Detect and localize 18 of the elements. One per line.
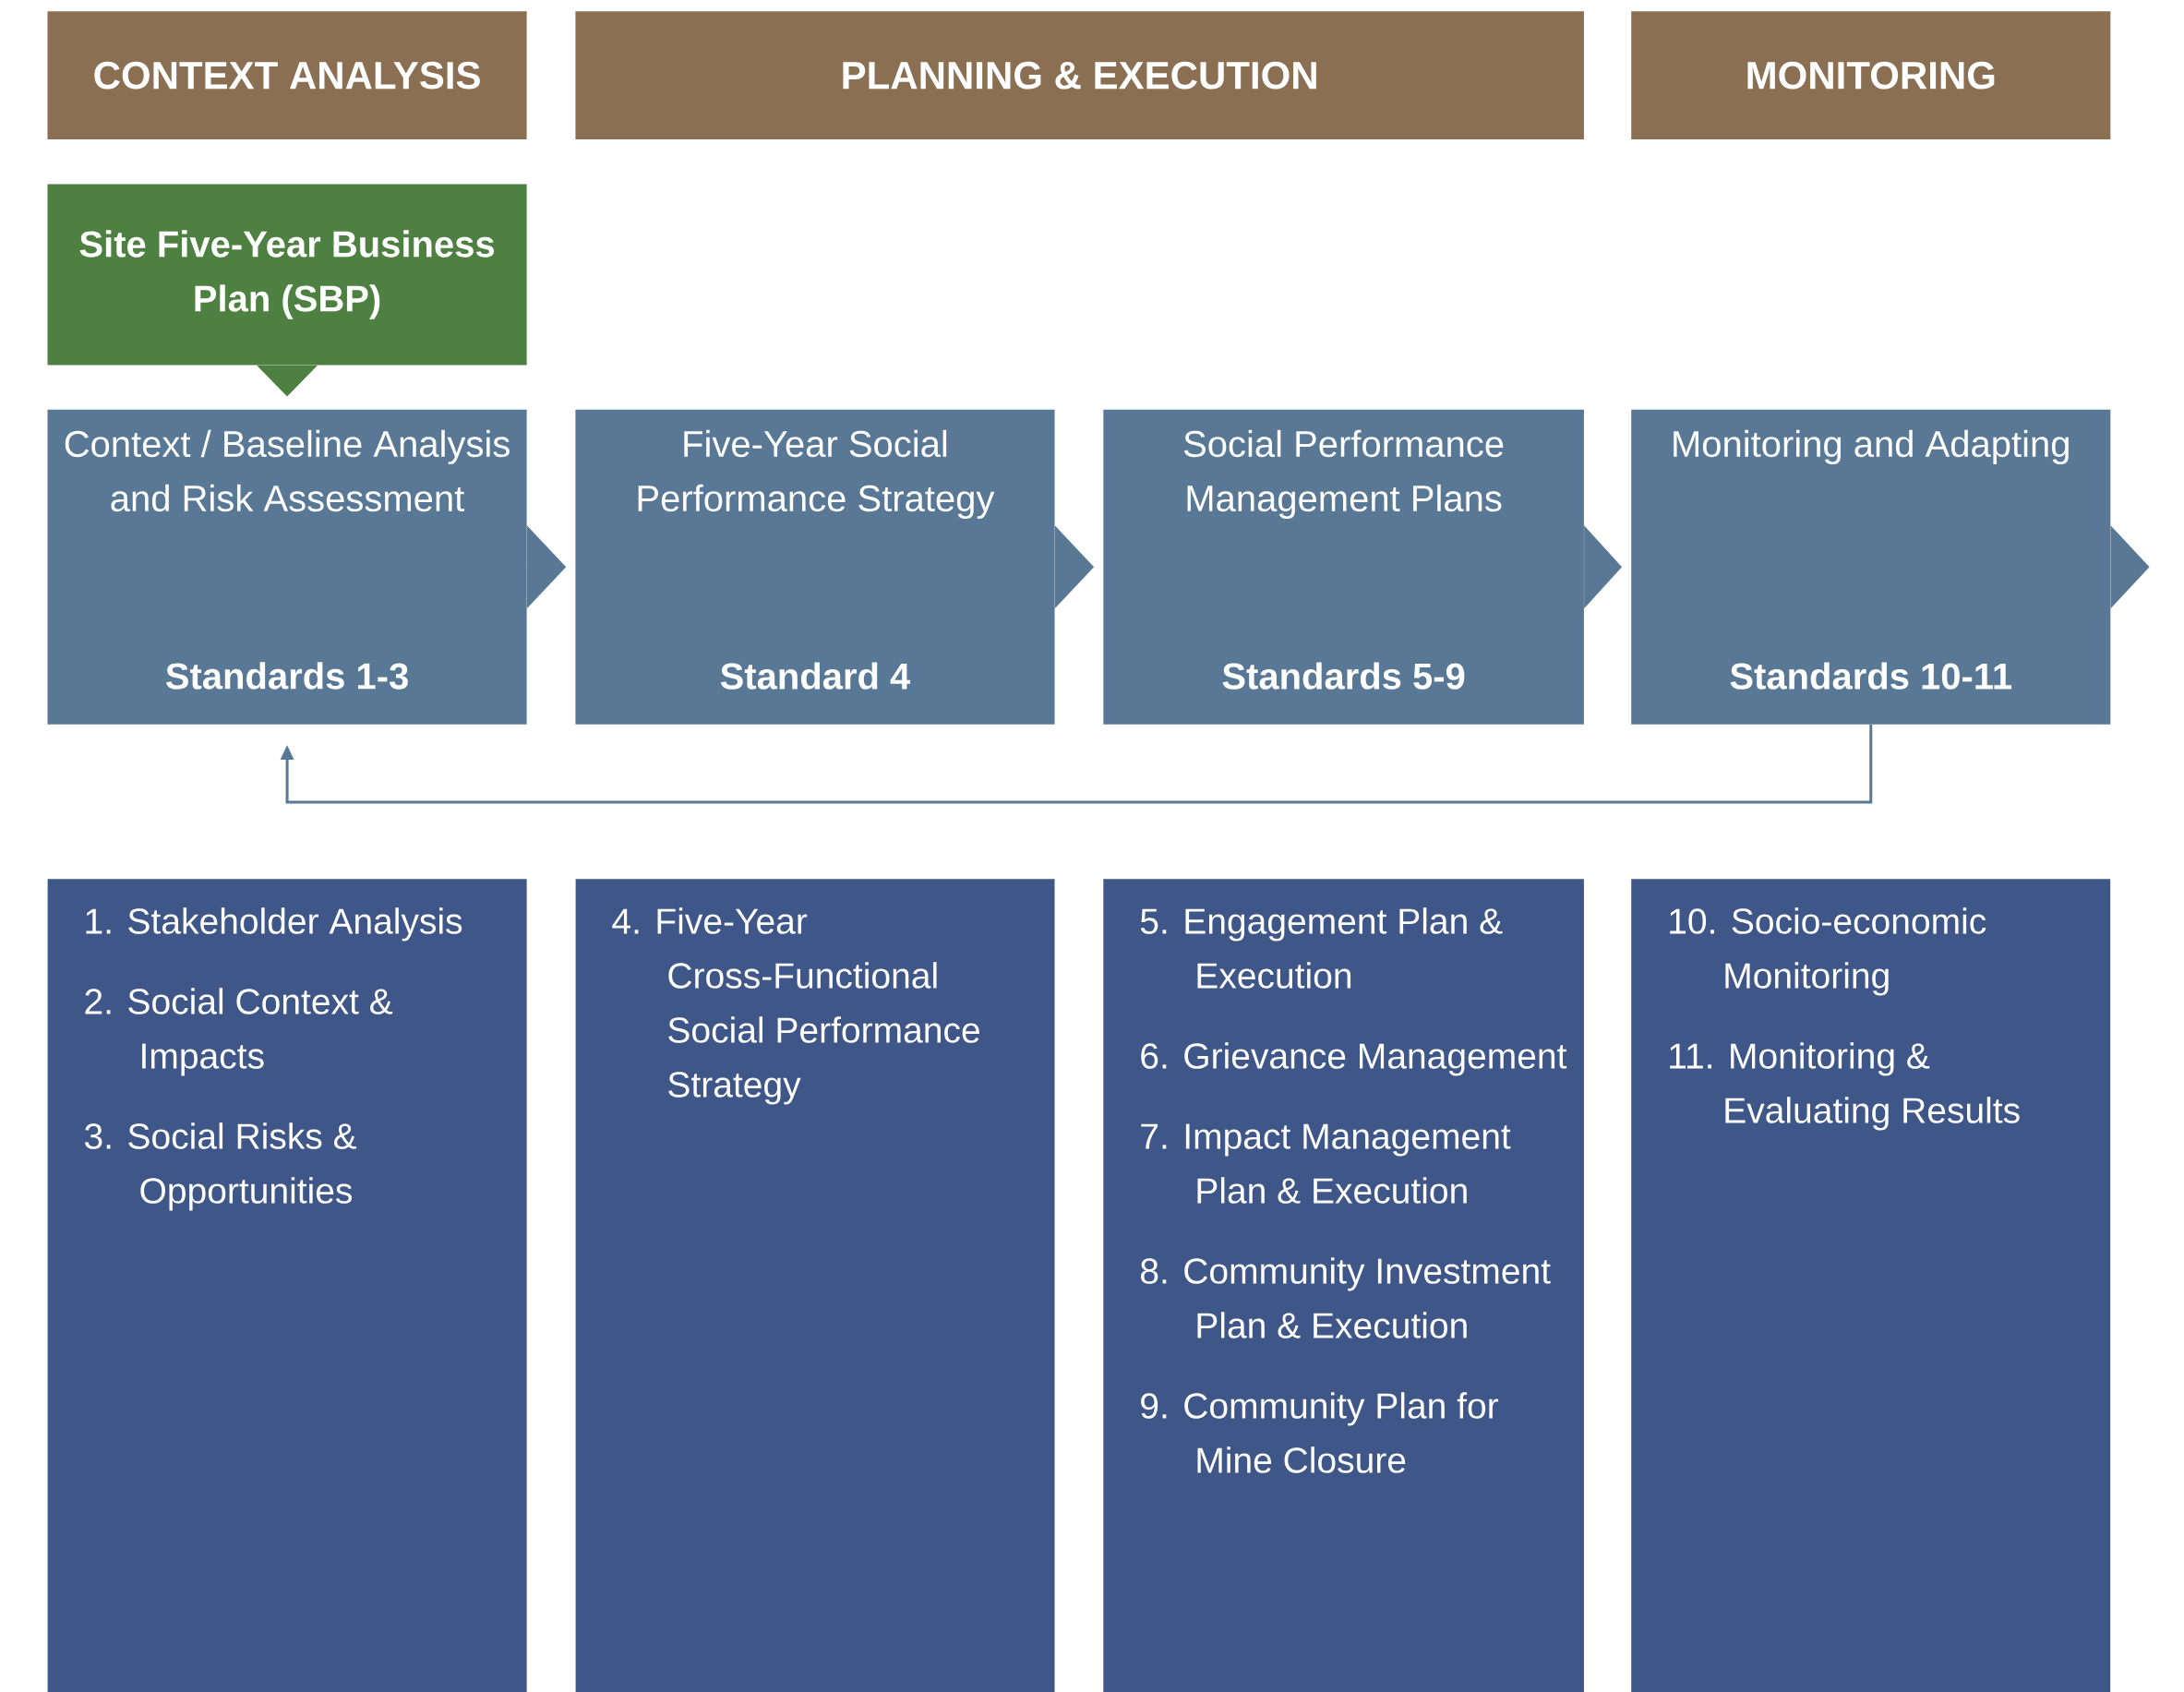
plan-box: Site Five-Year Business Plan (SBP) xyxy=(47,184,527,366)
process-box: Context / Baseline Analysis and Risk Assessment Standards 1-3 xyxy=(47,409,527,725)
chevron-arrow xyxy=(1054,525,1095,609)
process-box: Five-Year Social Performance Strategy Standard 4 xyxy=(575,409,1055,725)
feedback-arrow xyxy=(280,725,1873,804)
process-box: Monitoring and Adapting Standards 10-11 xyxy=(1631,409,2111,725)
process-box: Social Performance Management Plans Standards 5-9 xyxy=(1103,409,1584,725)
list-box: 4. Five-Year Cross-Functional Social Performance Strategy xyxy=(575,879,1055,1692)
header-box: PLANNING & EXECUTION xyxy=(575,11,1584,140)
list-box: 5. Engagement Plan & Execution 6. Grievance Management 7. Impact Management Plan & Execution 8. Community Investment Plan & Execution 9. Community Plan for Mine Closure xyxy=(1103,879,1584,1692)
header-box: MONITORING xyxy=(1631,11,2111,140)
chevron-arrow xyxy=(1584,525,1622,609)
list-box: 1. Stakeholder Analysis 2. Social Context & Impacts 3. Social Risks & Opportunities xyxy=(47,879,527,1692)
list-box: 10. Socio-economic Monitoring 11. Monitoring & Evaluating Results xyxy=(1631,879,2111,1692)
header-box: CONTEXT ANALYSIS xyxy=(47,11,527,140)
pointer-triangle xyxy=(257,365,318,397)
chevron-arrow xyxy=(2110,525,2150,609)
chevron-arrow xyxy=(526,525,567,609)
